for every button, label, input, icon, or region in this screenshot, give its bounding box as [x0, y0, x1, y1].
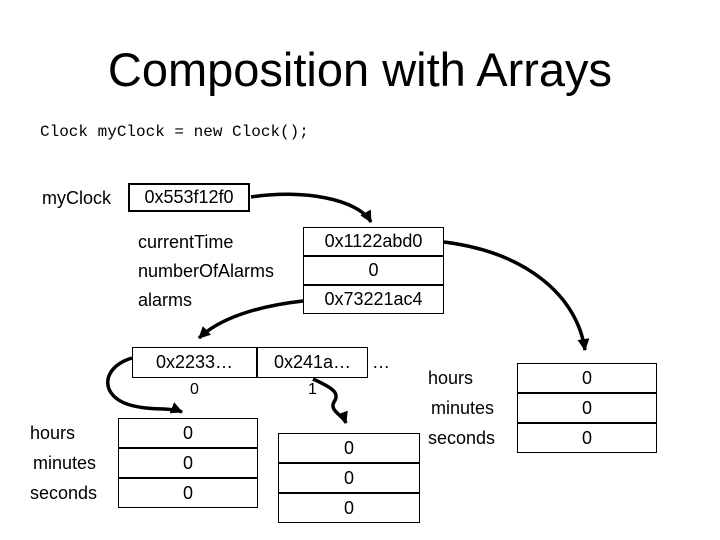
array-cell-0: 0x2233…	[132, 347, 257, 378]
currenttime-seconds-label: seconds	[428, 428, 496, 448]
currenttime-minutes-cell: 0	[517, 393, 657, 423]
alarm0-hours-cell: 0	[118, 418, 258, 448]
numberofalarms-value-cell: 0	[303, 256, 444, 285]
alarm1-object-box: 0 0 0	[278, 433, 420, 523]
myclock-address-box: 0x553f12f0	[128, 183, 250, 212]
currenttime-value-cell: 0x1122abd0	[303, 227, 444, 256]
array-ellipsis: …	[372, 352, 390, 372]
alarm0-hours-label: hours	[30, 423, 76, 443]
field-label-numberofalarms: numberOfAlarms	[138, 261, 275, 281]
alarm1-row-2: 0	[278, 493, 420, 523]
alarm1-row-0: 0	[278, 433, 420, 463]
alarm0-minutes-cell: 0	[118, 448, 258, 478]
currenttime-hours-cell: 0	[517, 363, 657, 393]
arrow-myclock-to-clock-object	[250, 192, 373, 223]
arrow-alarms-to-array	[197, 299, 304, 340]
alarm1-row-1: 0	[278, 463, 420, 493]
currenttime-seconds-cell: 0	[517, 423, 657, 453]
myclock-label: myClock	[42, 188, 112, 208]
slide-title: Composition with Arrays	[107, 43, 613, 96]
field-label-currenttime: currentTime	[138, 232, 234, 252]
alarm0-object-box: 0 0 0	[118, 418, 258, 508]
alarm0-seconds-label: seconds	[30, 483, 98, 503]
alarms-value-cell: 0x73221ac4	[303, 285, 444, 314]
array-index-0: 0	[190, 381, 199, 398]
array-cell-1: 0x241a…	[257, 347, 368, 378]
array-index-1: 1	[308, 381, 317, 398]
alarm0-seconds-cell: 0	[118, 478, 258, 508]
clock-object-box: 0x1122abd0 0 0x73221ac4	[303, 227, 444, 314]
arrow-currenttime-to-time-object	[443, 240, 590, 351]
currenttime-object-box: 0 0 0	[517, 363, 657, 453]
alarms-array-box: 0x2233… 0x241a…	[132, 347, 368, 378]
code-line: Clock myClock = new Clock();	[40, 123, 309, 141]
field-label-alarms: alarms	[138, 290, 193, 310]
alarm0-minutes-label: minutes	[33, 453, 97, 473]
currenttime-minutes-label: minutes	[431, 398, 495, 418]
currenttime-hours-label: hours	[428, 368, 474, 388]
